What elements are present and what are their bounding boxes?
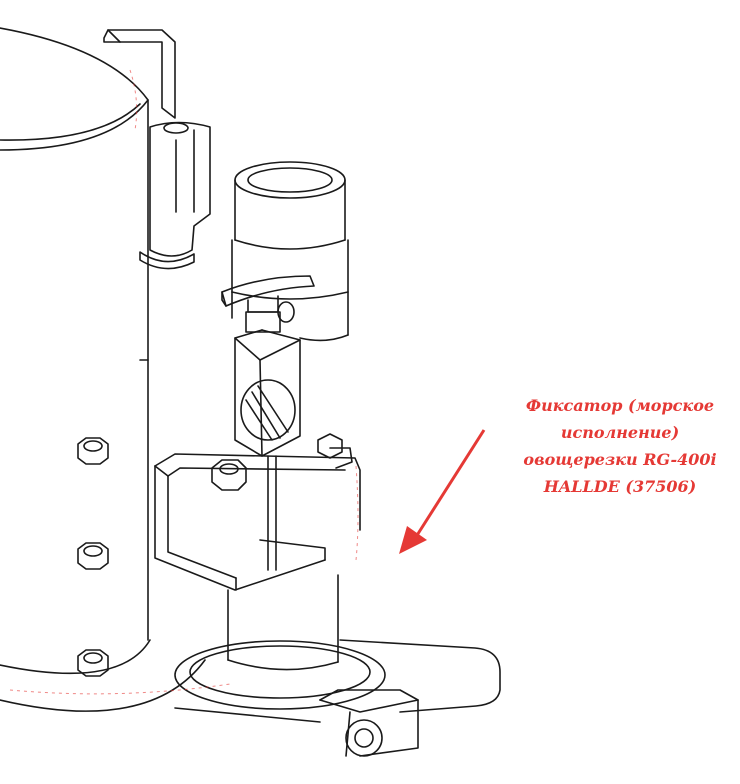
annotation-line-3: овощерезки RG-400i	[523, 450, 717, 469]
mounting-bracket	[154, 453, 361, 591]
callout-arrow	[399, 429, 486, 554]
hinge-pin	[139, 121, 211, 270]
annotation-line-1: Фиксатор (морское	[525, 396, 715, 415]
annotation-label: Фиксатор (морское исполнение) овощерезки…	[500, 392, 740, 500]
top-clamp	[103, 29, 176, 119]
latch-block	[234, 329, 301, 457]
base-plate	[174, 639, 501, 723]
body-bolts	[77, 437, 109, 677]
annotation-line-2: исполнение)	[560, 423, 680, 442]
lower-column	[174, 574, 386, 710]
column-tube	[231, 161, 349, 342]
locking-handle	[221, 275, 315, 333]
bracket-nuts	[211, 433, 353, 491]
base-hinge-tab	[319, 689, 419, 757]
machine-body	[0, 27, 206, 712]
annotation-line-4: HALLDE (37506)	[543, 477, 697, 496]
construction-traces	[9, 69, 359, 695]
